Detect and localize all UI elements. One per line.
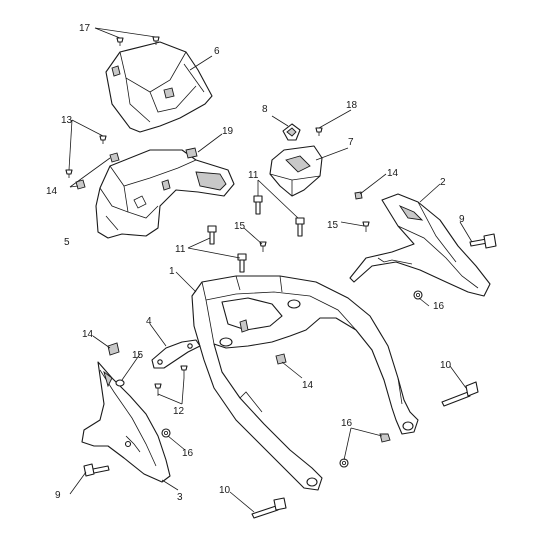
part-6-cover bbox=[105, 41, 213, 133]
callout-19: 19 bbox=[222, 126, 234, 137]
bolt-10b bbox=[251, 497, 287, 519]
callout-17: 17 bbox=[79, 23, 91, 34]
nut-14b bbox=[75, 179, 86, 190]
callout-14: 14 bbox=[46, 186, 58, 197]
callout-11: 11 bbox=[175, 244, 186, 255]
bolt-11b bbox=[295, 217, 305, 237]
part-1-grab-rail bbox=[191, 275, 419, 491]
screw-13a bbox=[99, 135, 107, 144]
callout-5: 5 bbox=[64, 237, 70, 248]
part-2-right-panel bbox=[349, 193, 491, 297]
callout-2: 2 bbox=[440, 177, 446, 188]
nut-14a bbox=[109, 152, 120, 163]
callout-7: 7 bbox=[348, 137, 354, 148]
washer-16c bbox=[339, 458, 349, 468]
callout-13: 13 bbox=[61, 115, 73, 126]
callout-labels: 17 6 13 14 8 18 19 7 11 14 2 9 15 5 15 1… bbox=[46, 23, 465, 503]
screw-18 bbox=[315, 127, 323, 136]
nut-16d bbox=[379, 433, 391, 443]
callout-10: 10 bbox=[219, 485, 231, 496]
screw-12b bbox=[154, 383, 162, 396]
bolt-11d bbox=[237, 253, 247, 273]
callout-6: 6 bbox=[214, 46, 220, 57]
callout-14: 14 bbox=[82, 329, 94, 340]
nut-14e bbox=[275, 353, 287, 365]
part-8-clip bbox=[282, 123, 301, 141]
callout-10: 10 bbox=[440, 360, 452, 371]
leader-lines bbox=[68, 27, 473, 513]
bolt-11a bbox=[253, 195, 263, 215]
callout-16: 16 bbox=[341, 418, 353, 429]
callout-11: 11 bbox=[248, 170, 259, 181]
callout-18: 18 bbox=[346, 100, 358, 111]
part-3-left-panel bbox=[81, 361, 171, 483]
callout-16: 16 bbox=[182, 448, 194, 459]
callout-9: 9 bbox=[459, 214, 465, 225]
screw-13b bbox=[65, 169, 73, 178]
bolt-10a bbox=[441, 381, 479, 407]
callout-8: 8 bbox=[262, 104, 268, 115]
washer-15c bbox=[115, 379, 125, 387]
bolt-11c bbox=[207, 225, 217, 245]
callout-15: 15 bbox=[234, 221, 246, 232]
clip-19 bbox=[185, 147, 198, 159]
callout-14: 14 bbox=[302, 380, 314, 391]
callout-12: 12 bbox=[173, 406, 185, 417]
callout-16: 16 bbox=[433, 301, 445, 312]
nut-14d bbox=[107, 342, 120, 356]
screw-17b bbox=[152, 36, 160, 45]
screw-15a bbox=[259, 241, 267, 252]
callout-3: 3 bbox=[177, 492, 183, 503]
callout-14: 14 bbox=[387, 168, 399, 179]
screw-12a bbox=[180, 365, 188, 378]
bolt-9a bbox=[469, 233, 497, 249]
washer-16b bbox=[161, 428, 171, 438]
part-4-bracket bbox=[151, 339, 201, 369]
screw-17a bbox=[116, 37, 124, 46]
callout-15: 15 bbox=[132, 350, 144, 361]
callout-9: 9 bbox=[55, 490, 61, 501]
callout-4: 4 bbox=[146, 316, 152, 327]
part-7-bracket bbox=[269, 145, 323, 197]
part-5-inner-mudguard bbox=[95, 149, 235, 239]
screw-15b bbox=[362, 221, 370, 232]
washer-16a bbox=[413, 290, 423, 300]
callout-15: 15 bbox=[327, 220, 339, 231]
callout-1: 1 bbox=[169, 266, 175, 277]
bolt-9b bbox=[83, 463, 110, 477]
